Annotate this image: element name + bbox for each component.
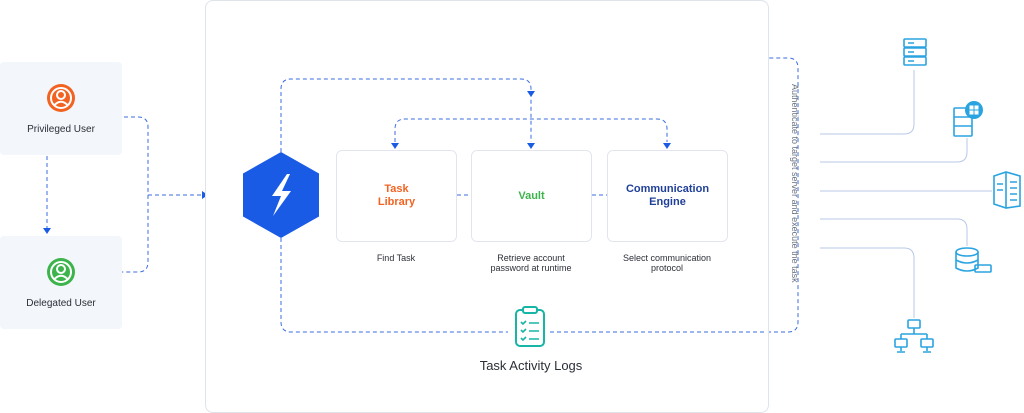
find-task-caption: Find Task [376,253,416,263]
target-line-1 [820,70,915,135]
database-icon [953,246,993,276]
authenticate-text: Authenticate to target server and execut… [790,84,800,283]
network-icon [893,318,935,356]
user-circle-icon [47,84,75,112]
task-activity-logs-label: Task Activity Logs [479,358,583,373]
arrowhead [43,228,51,234]
privileged-user-card: Privileged User [0,62,122,155]
delegated-user-label: Delegated User [26,298,96,309]
communication-engine-box: Communication Engine [607,150,728,242]
target-line-5 [820,247,915,318]
vault-box: Vault [471,150,592,242]
delegated-user-card: Delegated User [0,236,122,329]
target-line-2 [820,138,968,163]
select-protocol-caption: Select communication protocol [622,253,712,273]
server-stack-icon [902,37,928,67]
retrieve-password-caption: Retrieve account password at runtime [490,253,572,273]
user-circle-icon [47,258,75,286]
users-merge-line [103,116,149,273]
logs-to-auth-line [550,57,799,333]
task-library-box: Task Library [336,150,457,242]
mainframe-icon [992,170,1022,210]
lightning-hexagon-icon [243,152,319,238]
target-line-4 [820,218,968,246]
clipboard-checklist-icon [512,306,548,350]
privileged-user-label: Privileged User [27,124,95,135]
windows-server-icon [950,100,984,138]
